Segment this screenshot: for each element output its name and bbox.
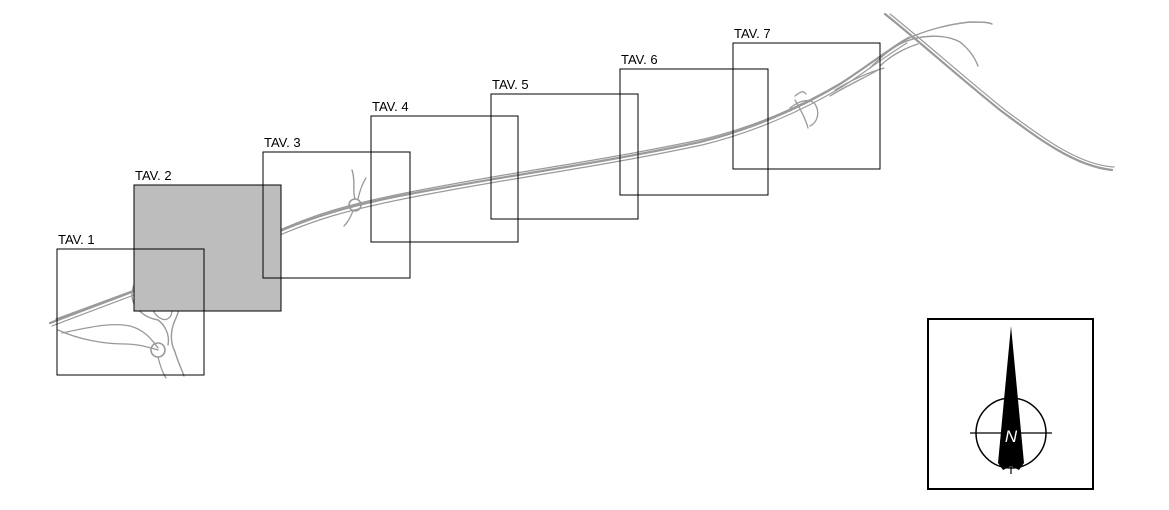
sheet-label-5: TAV. 5	[492, 77, 529, 92]
junction-3-north-road	[351, 169, 356, 200]
sheet-5[interactable]: TAV. 5	[490, 77, 639, 220]
crossing-road-parallel	[889, 13, 1115, 168]
interchange-1-spur	[157, 356, 167, 379]
interchange-7-ramp-a	[789, 99, 819, 127]
north-arrow: N	[927, 318, 1094, 490]
interchange-7-branch-east	[829, 69, 879, 97]
sheet-1[interactable]: TAV. 1	[56, 232, 205, 376]
sheet-frame-1[interactable]	[56, 248, 205, 376]
sheet-frame-2[interactable]	[133, 184, 282, 312]
sheet-label-3: TAV. 3	[264, 135, 301, 150]
sheet-frame-6[interactable]	[619, 68, 769, 196]
crossing-road-main	[883, 12, 1114, 172]
sheet-2[interactable]: TAV. 2	[133, 168, 282, 312]
sheet-7[interactable]: TAV. 7	[732, 26, 881, 170]
interchange-7-ramp-b	[794, 91, 809, 129]
junction-3-south-road	[343, 210, 354, 227]
interchange-1-ramp-west-2	[61, 323, 159, 349]
sheet-label-2: TAV. 2	[135, 168, 172, 183]
sheet-frames: TAV. 2 TAV. 1 TAV. 3 TAV. 4 TAV. 5 TAV. 6 TAV.…	[56, 26, 881, 376]
north-label: N	[1005, 427, 1018, 446]
sheet-frame-4[interactable]	[370, 115, 519, 243]
sheet-label-1: TAV. 1	[58, 232, 95, 247]
interchange-1-ramp-west	[57, 329, 159, 351]
ne-ramp-loop-2	[879, 43, 919, 67]
north-arrow-frame	[927, 318, 1094, 490]
sheet-frame-7[interactable]	[732, 42, 881, 170]
sheet-label-7: TAV. 7	[734, 26, 771, 41]
junction-3-north-road-2	[357, 177, 367, 200]
sheet-label-6: TAV. 6	[621, 52, 658, 67]
sheet-frame-3[interactable]	[262, 151, 411, 279]
ne-ramp-loop	[869, 35, 979, 69]
sheet-4[interactable]: TAV. 4	[370, 99, 519, 243]
ne-ramp-north	[904, 21, 993, 41]
sheet-frame-5[interactable]	[490, 93, 639, 220]
sheet-6[interactable]: TAV. 6	[619, 52, 769, 196]
sheet-3[interactable]: TAV. 3	[262, 135, 411, 279]
sheet-label-4: TAV. 4	[372, 99, 409, 114]
north-arrow-needle	[998, 326, 1024, 470]
